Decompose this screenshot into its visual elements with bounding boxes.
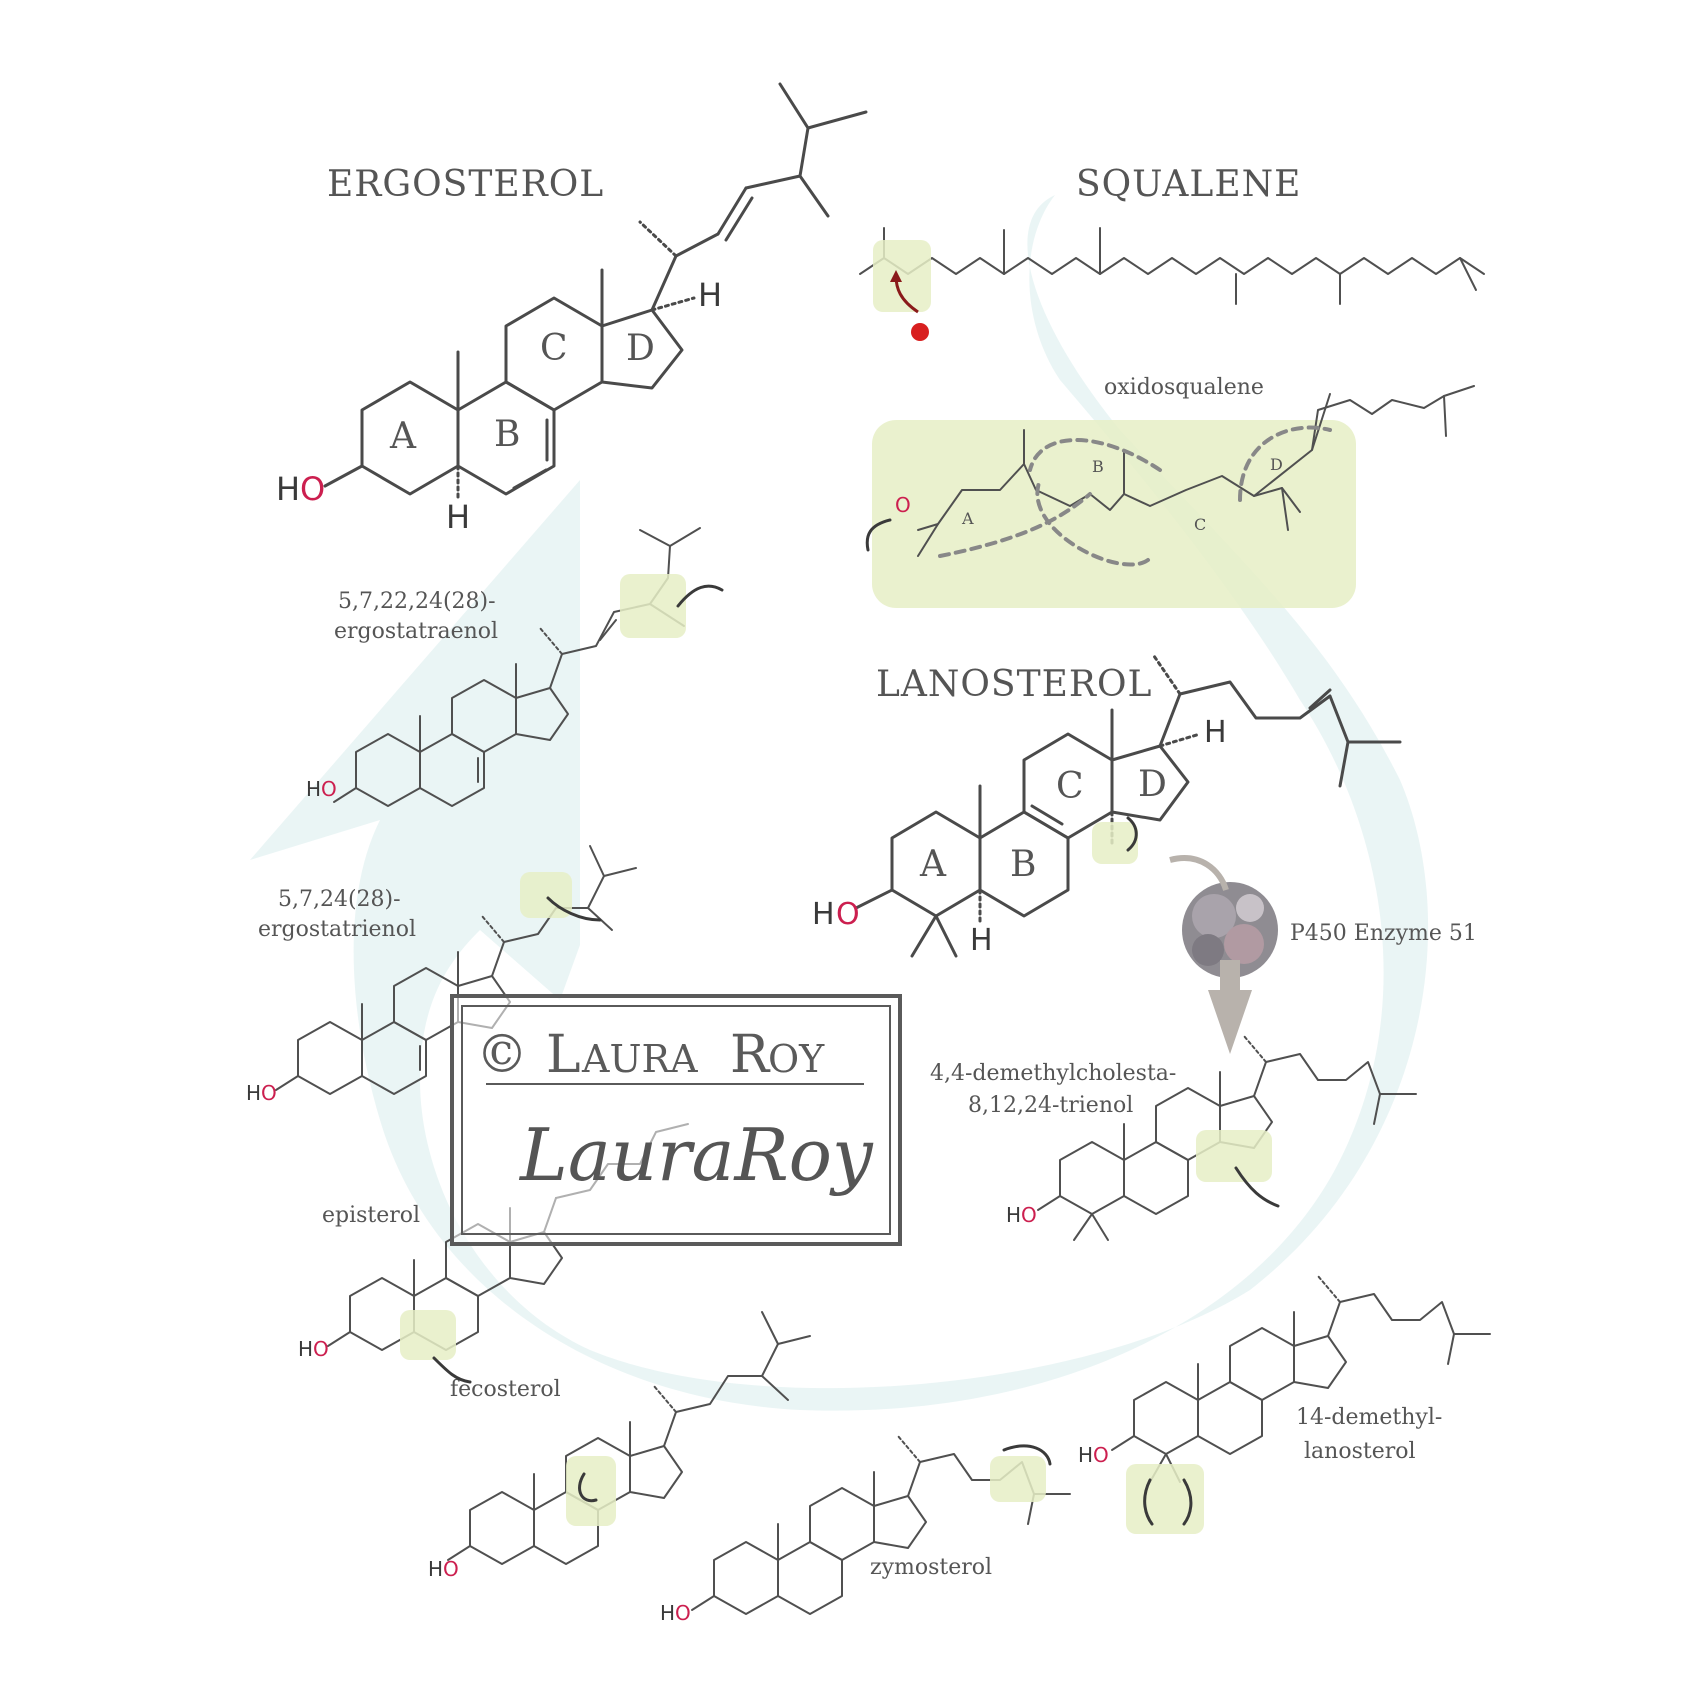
ergosterol-ring-b: B: [494, 414, 520, 455]
demethylcholesta-highlight: [1196, 1130, 1272, 1182]
episterol-highlight: [400, 1310, 456, 1360]
oxidosqualene-structure: [917, 385, 1475, 557]
demethylcholesta-label-1: 4,4-demethylcholesta-: [930, 1061, 1176, 1086]
ergostatraenol-arrow: [676, 584, 724, 608]
ergostatraenol-h: H: [306, 777, 321, 801]
ergostatraenol-label-1: 5,7,22,24(28)-: [338, 589, 496, 614]
lanosterol-curl-arrow: [1126, 816, 1138, 852]
fecosterol-h: H: [428, 1557, 443, 1581]
zymosterol-arrow: [1002, 1444, 1052, 1466]
demethyllanosterol-arrow-1: [1143, 1478, 1154, 1526]
zymosterol-h: H: [660, 1601, 675, 1625]
watermark-name-r: R: [730, 1025, 771, 1085]
enzyme-icon: [1182, 882, 1278, 978]
lanosterol-ring-a: A: [919, 844, 947, 885]
demethylcholesta-structure: H O: [1006, 1035, 1417, 1241]
demethyllanosterol-o: O: [1093, 1443, 1109, 1467]
enzyme-output-arrow-shaft: [1220, 960, 1240, 994]
oxygen-atom-icon: [911, 323, 929, 341]
watermark-name-oy: OY: [768, 1037, 825, 1081]
epoxide-open-arrow: [865, 518, 892, 552]
fecosterol-o: O: [443, 1557, 459, 1581]
demethyllanosterol-label-1: 14-demethyl-: [1296, 1405, 1442, 1430]
oxidosqualene-ring-d: D: [1270, 455, 1283, 474]
oxidosqualene-ring-a: A: [961, 509, 974, 528]
oxidosqualene-o: O: [895, 493, 911, 517]
fecosterol-arrow: [578, 1472, 598, 1503]
cyclization-arrow-c: [1035, 478, 1150, 567]
demethyllanosterol-label-2: lanosterol: [1304, 1439, 1416, 1464]
ergosterol-structure: H O H H A B C D: [276, 82, 868, 536]
demethyllanosterol-h: H: [1078, 1443, 1093, 1467]
ergostatrienol-arrow: [546, 896, 602, 922]
epoxidation-arrowhead: [890, 270, 902, 282]
watermark-name-aura: AURA: [581, 1037, 698, 1081]
squalene-label: SQUALENE: [1076, 164, 1301, 205]
squalene-highlight: [873, 240, 931, 312]
fecosterol-highlight: [566, 1456, 616, 1526]
ergostatraenol-highlight: [620, 574, 686, 638]
watermark: © L AURA R OY LauraRoy: [450, 994, 902, 1246]
ergostatrienol-label-1: 5,7,24(28)-: [278, 887, 401, 912]
demethyllanosterol-structure: H O: [1078, 1275, 1491, 1483]
enzyme-label: P450 Enzyme 51: [1290, 921, 1477, 946]
pathway-arrow-outer: [250, 195, 1429, 1411]
watermark-copyright-icon: ©: [476, 1025, 528, 1085]
enzyme-input-arrow: [1169, 855, 1229, 892]
lanosterol-label: LANOSTEROL: [876, 664, 1152, 705]
watermark-name-l: L: [546, 1025, 581, 1085]
ergostatrienol-label-2: ergostatrienol: [258, 917, 416, 942]
ergosterol-h: H: [276, 470, 300, 508]
ergosterol-label: ERGOSTEROL: [327, 164, 604, 205]
oxidosqualene-label: oxidosqualene: [1104, 375, 1264, 400]
ergostatrienol-h: H: [246, 1081, 261, 1105]
ergosterol-ring-a: A: [389, 416, 417, 457]
cyclization-arrow-b: [1028, 438, 1162, 472]
ergostatrienol-o: O: [261, 1081, 277, 1105]
ergosterol-o: O: [300, 470, 325, 508]
oxidosqualene-ring-c: C: [1194, 515, 1206, 534]
zymosterol-highlight: [990, 1456, 1046, 1502]
oxidosqualene-highlight: [872, 420, 1356, 608]
lanosterol-methyl-highlight: [1092, 822, 1138, 864]
demethyllanosterol-highlight: [1126, 1464, 1204, 1534]
squalene-structure: [859, 227, 1485, 305]
lanosterol-h: H: [812, 897, 835, 932]
lanosterol-ring-c: C: [1056, 766, 1084, 807]
ergosterol-h-17: H: [698, 276, 722, 314]
demethylcholesta-label-2: 8,12,24-trienol: [968, 1093, 1133, 1118]
zymosterol-o: O: [675, 1601, 691, 1625]
lanosterol-ring-b: B: [1010, 844, 1036, 885]
ergosterol-ring-c: C: [540, 328, 568, 369]
lanosterol-ring-d: D: [1138, 764, 1167, 805]
lanosterol-o: O: [836, 897, 860, 932]
cyclization-arrow-d: [1238, 425, 1332, 502]
demethylcholesta-arrow: [1234, 1166, 1280, 1208]
ergosterol-h-5: H: [446, 498, 470, 536]
ergostatraenol-o: O: [321, 777, 337, 801]
ergostatraenol-label-2: ergostatraenol: [334, 619, 498, 644]
cyclization-arrow-a: [938, 492, 1092, 558]
episterol-arrow: [432, 1356, 472, 1384]
demethylcholesta-h: H: [1006, 1203, 1021, 1227]
episterol-h: H: [298, 1337, 313, 1361]
zymosterol-label: zymosterol: [870, 1555, 992, 1580]
oxidosqualene-ring-b: B: [1092, 457, 1104, 476]
demethylcholesta-o: O: [1021, 1203, 1037, 1227]
lanosterol-h-17: H: [1204, 715, 1227, 750]
episterol-o: O: [313, 1337, 329, 1361]
demethyllanosterol-arrow-2: [1182, 1478, 1193, 1526]
fecosterol-structure: H O: [428, 1311, 811, 1581]
watermark-signature: LauraRoy: [518, 1113, 874, 1197]
ergosterol-ring-d: D: [626, 328, 655, 369]
episterol-label: episterol: [322, 1203, 420, 1228]
lanosterol-h-5: H: [970, 923, 993, 958]
enzyme-output-arrow: [1208, 990, 1252, 1054]
